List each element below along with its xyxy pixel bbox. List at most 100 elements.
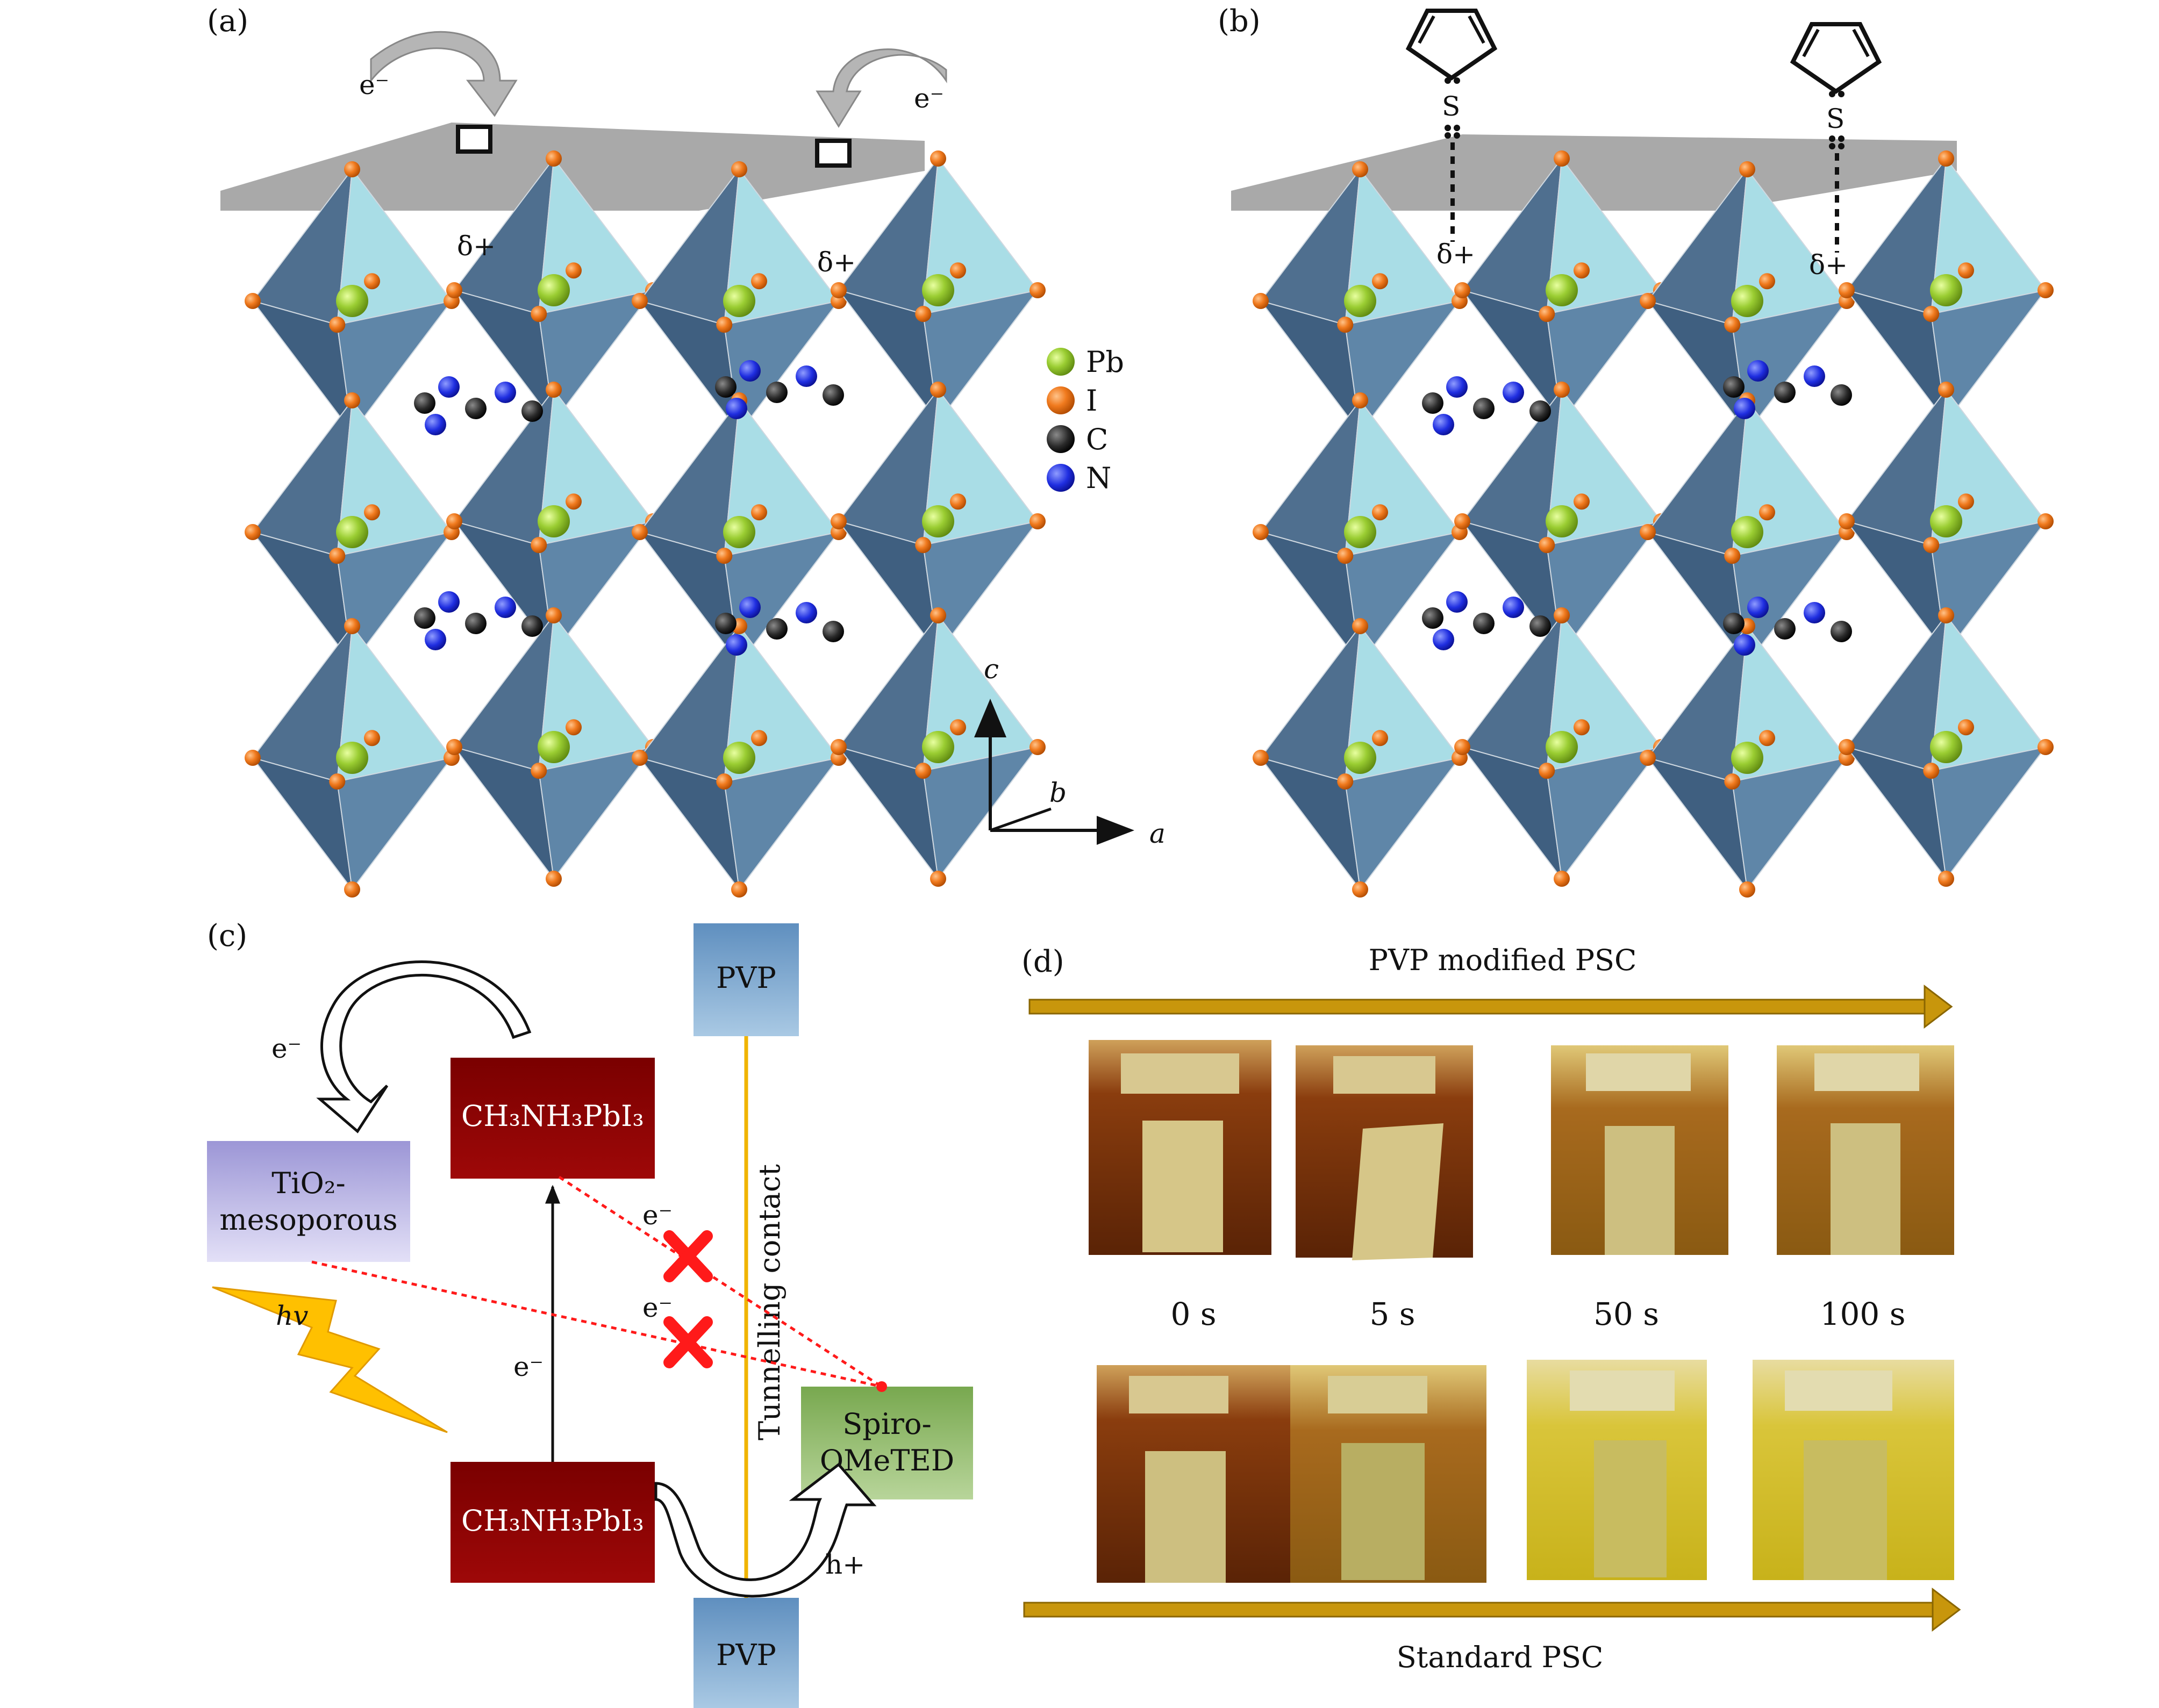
photo-top-0s	[1089, 1040, 1271, 1255]
i-atom	[1759, 730, 1775, 747]
pb-atom	[1344, 742, 1376, 774]
pb-atom	[1546, 731, 1578, 763]
i-atom	[915, 537, 932, 554]
bottom-gold-arrow	[1023, 1587, 1961, 1632]
legend-i-label: I	[1086, 384, 1097, 418]
i-atom	[1923, 763, 1940, 779]
i-atom	[731, 161, 747, 177]
perovskite-label-top: CH₃NH₃PbI₃	[461, 1099, 644, 1133]
octahedron	[1454, 607, 1669, 887]
i-atom	[915, 763, 932, 779]
octahedron	[831, 150, 1046, 430]
methylammonium-cluster	[414, 376, 543, 435]
cation-atom	[726, 634, 747, 656]
crystal-axes: c b a	[974, 654, 1166, 849]
i-atom	[546, 382, 562, 398]
i-atom	[1739, 881, 1755, 898]
i-atom	[831, 282, 847, 298]
i-atom	[364, 730, 380, 747]
i-atom	[1352, 618, 1368, 634]
cation-atom	[1529, 615, 1551, 637]
panel-b: (b) S S δ+ δ+	[1218, 4, 2054, 898]
i-atom	[1574, 262, 1590, 279]
i-atom	[632, 750, 648, 766]
methylammonium-cluster	[715, 597, 844, 656]
axis-b-line	[990, 807, 1052, 832]
atom-legend: Pb I C N	[1047, 345, 1124, 495]
i-atom	[751, 730, 767, 747]
electron-vertical-label: e⁻	[513, 1351, 544, 1382]
light-bolt-icon	[212, 1286, 448, 1433]
blocked-cross-lower	[663, 1316, 713, 1368]
electron-label-left: e⁻	[359, 69, 389, 101]
i-atom	[831, 739, 847, 755]
perovskite-box-bottom	[451, 1462, 655, 1583]
i-atom	[546, 150, 562, 167]
photo-top-5s	[1296, 1045, 1473, 1260]
perovskite-label-bottom: CH₃NH₃PbI₃	[461, 1504, 644, 1538]
cation-atom	[1831, 384, 1852, 406]
cation-atom	[521, 615, 543, 637]
cation-atom	[1422, 392, 1443, 414]
cation-atom	[1804, 365, 1825, 387]
legend-n-label: N	[1086, 461, 1111, 495]
cation-atom	[1503, 597, 1524, 618]
octahedron	[632, 161, 847, 441]
pvp-label-top: PVP	[716, 961, 776, 995]
i-atom	[915, 306, 932, 322]
cation-atom	[495, 382, 516, 403]
i-atom	[950, 493, 966, 510]
pb-atom	[336, 742, 368, 774]
octahedron	[446, 607, 661, 887]
octahedron	[245, 392, 460, 672]
photo-bottom-100s	[1753, 1360, 1954, 1580]
methylammonium-cluster	[1723, 597, 1852, 656]
pvp-label-bottom: PVP	[716, 1638, 776, 1672]
i-atom	[245, 750, 261, 766]
cation-atom	[1747, 597, 1769, 618]
cation-atom	[1529, 400, 1551, 422]
i-atom	[344, 161, 360, 177]
i-atom	[364, 273, 380, 290]
pb-atom	[1930, 505, 1962, 537]
i-atom	[329, 317, 346, 333]
i-atom	[446, 739, 462, 755]
i-atom	[1640, 750, 1656, 766]
i-atom	[566, 262, 582, 279]
i-atom	[1839, 282, 1855, 298]
perovskite-box-top	[451, 1058, 655, 1179]
i-atom	[1958, 719, 1974, 736]
photo-top-50s	[1551, 1045, 1728, 1255]
i-atom	[1938, 607, 1954, 623]
octahedron	[1640, 392, 1855, 672]
cation-atom	[796, 365, 817, 387]
time-label-1: 5 s	[1369, 1296, 1415, 1332]
surface-plane-b	[1231, 134, 1957, 211]
i-atom	[1938, 382, 1954, 398]
cation-atom	[438, 376, 460, 398]
methylammonium-cluster	[414, 591, 543, 650]
pb-atom	[723, 742, 755, 774]
photo-bottom-50s	[1527, 1360, 1707, 1580]
light-label: hv	[276, 1300, 308, 1331]
pb-atom	[1344, 285, 1376, 317]
octahedron	[1454, 150, 1669, 430]
i-atom	[716, 773, 733, 790]
i-atom	[1958, 262, 1974, 279]
cation-atom	[739, 360, 761, 382]
pb-atom	[723, 516, 755, 548]
panel-d: (d) PVP modified PSC 0 s 5	[1021, 943, 1961, 1674]
cation-atom	[465, 613, 487, 634]
pb-atom	[922, 731, 954, 763]
cation-atom	[1473, 398, 1495, 419]
octahedron	[632, 392, 847, 672]
i-atom	[1539, 763, 1555, 779]
cation-atom	[739, 597, 761, 618]
hole-transfer-arrow	[654, 1462, 877, 1598]
octahedron	[1253, 392, 1468, 672]
panel-a: (a) e⁻ e⁻ δ+ δ+ Pb I C N	[207, 4, 1166, 898]
cation-atom	[823, 384, 844, 406]
i-atom	[1539, 306, 1555, 322]
pb-atom	[723, 285, 755, 317]
i-atom	[950, 719, 966, 736]
